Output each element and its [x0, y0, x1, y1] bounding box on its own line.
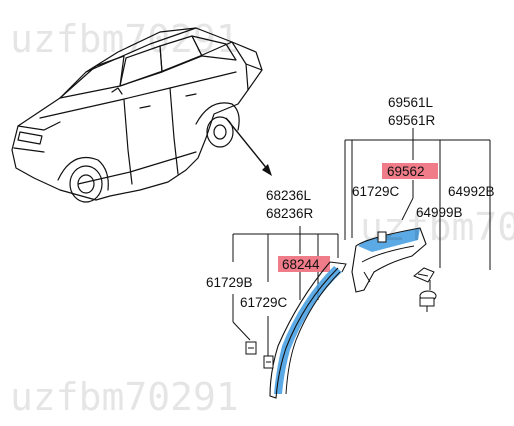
clip-c-part [263, 355, 274, 369]
grommet-label: 64999B [416, 205, 463, 220]
watermark-top: uzfbm70291 [10, 17, 239, 61]
watermark-bottom: uzfbm70291 [10, 375, 239, 419]
rear-header-top: 69561L [388, 95, 434, 110]
callout-arrow [225, 117, 272, 176]
front-moulding-part [269, 261, 347, 399]
rear-header-bottom: 69561R [388, 113, 436, 128]
clip-b-part [245, 341, 257, 355]
car-illustration [11, 27, 263, 203]
front-header-top: 68236L [266, 188, 312, 203]
rear-group-lines [344, 128, 491, 270]
rear-highlighted-part: 69562 [387, 164, 425, 179]
watermark-middle: uzfbm70291 [360, 205, 514, 249]
front-clip-c-label: 61729C [240, 295, 288, 310]
front-clip-b-label: 61729B [206, 275, 253, 290]
screw-part [419, 280, 437, 312]
front-highlight-box [278, 256, 330, 272]
front-header-bottom: 68236R [266, 206, 314, 221]
grommet-part [413, 267, 435, 283]
rear-clip-c-label: 61729C [352, 184, 400, 199]
rear-highlight-box [382, 163, 438, 179]
screw-label: 64992B [448, 184, 495, 199]
front-highlighted-part: 68244 [282, 257, 320, 272]
rear-moulding-part [351, 227, 427, 293]
